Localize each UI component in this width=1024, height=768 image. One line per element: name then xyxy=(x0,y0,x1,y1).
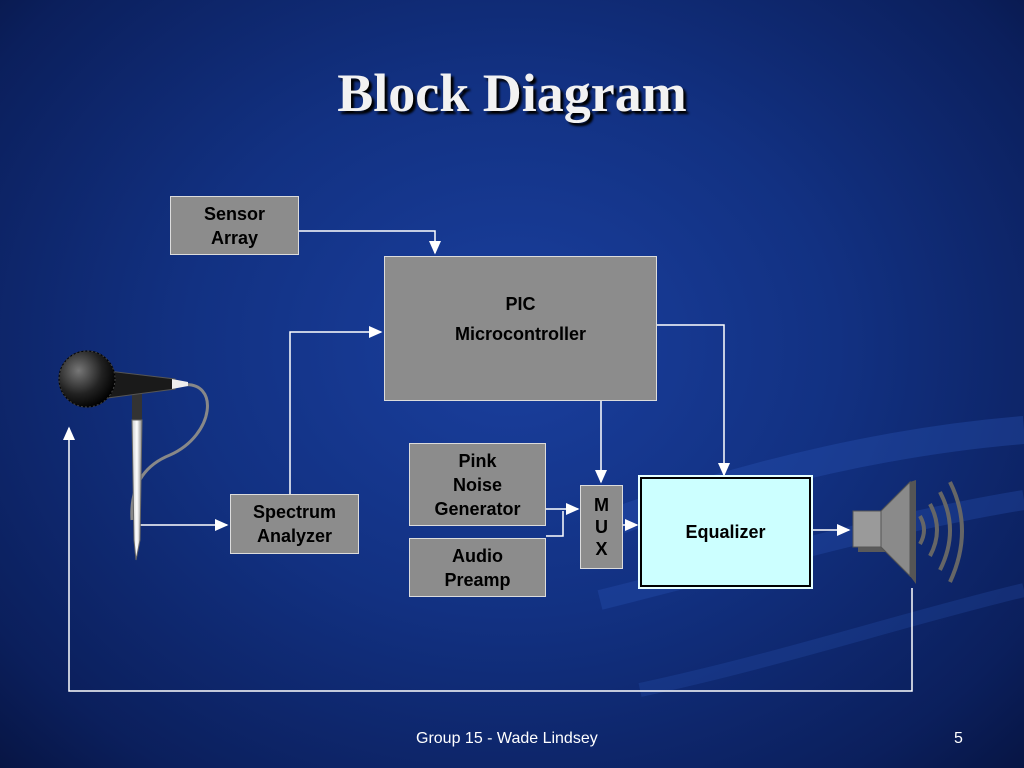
page-title: Block Diagram xyxy=(337,63,687,123)
pic-microcontroller-block: PIC Microcontroller xyxy=(384,256,657,401)
audio-preamp-block: Audio Preamp xyxy=(409,538,546,597)
pink-noise-generator-block: Pink Noise Generator xyxy=(409,443,546,526)
spectrum-analyzer-label-2: Analyzer xyxy=(256,526,333,546)
mux-label-3: X xyxy=(595,539,608,559)
pic-label-2: Microcontroller xyxy=(454,324,587,344)
pink-noise-label-3: Generator xyxy=(434,498,521,519)
mux-label-2: U xyxy=(595,517,608,537)
pink-noise-label-1: Pink xyxy=(458,450,497,471)
pic-label-1: PIC xyxy=(505,294,536,314)
speaker-icon xyxy=(852,480,964,584)
equalizer-label: Equalizer xyxy=(685,522,766,542)
pink-noise-label-2: Noise xyxy=(452,474,503,495)
mux-block: M U X xyxy=(580,485,623,569)
equalizer-block: Equalizer xyxy=(640,477,811,587)
sensor-array-block: Sensor Array xyxy=(170,196,299,255)
page-number: 5 xyxy=(954,730,963,747)
mux-label-1: M xyxy=(594,495,609,515)
spectrum-analyzer-label-1: Spectrum xyxy=(252,502,337,522)
spectrum-analyzer-block: Spectrum Analyzer xyxy=(230,494,359,554)
sensor-array-label-2: Array xyxy=(210,227,259,248)
audio-preamp-label-1: Audio xyxy=(452,545,503,566)
audio-preamp-label-2: Preamp xyxy=(444,569,511,590)
microphone-icon xyxy=(58,350,209,561)
sensor-array-label-1: Sensor xyxy=(203,203,266,224)
footer-text: Group 15 - Wade Lindsey xyxy=(416,730,598,747)
